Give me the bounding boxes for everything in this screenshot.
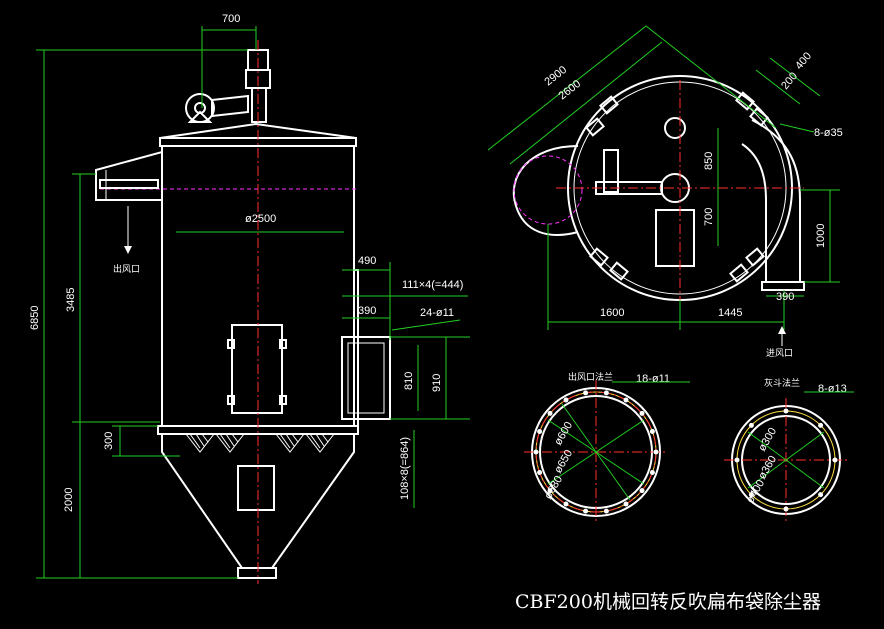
- dim-diameter-2500: ø2500: [245, 213, 276, 225]
- front-dimensions: [36, 26, 470, 579]
- dim-390: 390: [358, 305, 376, 317]
- dim-8-35: 8-ø35: [814, 127, 843, 139]
- inlet-box: [341, 336, 391, 420]
- access-door: [231, 324, 283, 414]
- dim-700b: 700: [703, 208, 715, 226]
- hopper-door: [237, 465, 275, 511]
- bolt-hole: [563, 397, 569, 403]
- bolt-hole: [639, 410, 645, 416]
- dim-2000: 2000: [63, 488, 75, 512]
- bolt-hole: [533, 449, 539, 455]
- dim-1600: 1600: [600, 307, 624, 319]
- bolt-hole: [583, 390, 589, 396]
- bolt-hole: [547, 488, 553, 494]
- plan-port-top: [664, 117, 686, 139]
- drive-shaft-housing: [251, 87, 267, 123]
- dim-390b: 390: [776, 291, 794, 303]
- support-brackets: [184, 433, 336, 453]
- outlet-flange-detail: 出风口法兰 18-ø11 ø600 ø650 ø680: [524, 371, 690, 524]
- outlet-flange-title: 出风口法兰: [568, 371, 613, 383]
- fan-support: [187, 110, 213, 123]
- outlet-duct: [95, 150, 163, 201]
- plan-outlet-duct: [741, 119, 801, 283]
- dim-3485: 3485: [65, 288, 77, 312]
- dim-200: 200: [779, 70, 800, 92]
- plan-view: 2900 2600 400 200 8-ø35 850 700 1000 160…: [487, 25, 843, 359]
- dim-6850: 6850: [29, 306, 41, 330]
- plan-door: [655, 209, 695, 267]
- dim-24-holes: 24-ø11: [420, 307, 454, 319]
- hopper-outlet: [237, 567, 277, 579]
- roof: [159, 122, 357, 139]
- bolt-hole: [818, 422, 824, 428]
- dim-400: 400: [793, 50, 814, 72]
- dim-300: 300: [103, 432, 115, 450]
- dim-490: 490: [358, 255, 376, 267]
- bolt-hole: [818, 492, 824, 498]
- hopper-flange-d300: ø300: [756, 426, 779, 454]
- bolt-hole: [649, 470, 655, 475]
- hopper-flange-detail: 灰斗法兰 8-ø13 ø300 ø360 ø400: [724, 377, 854, 522]
- dim-2900: 2900: [542, 64, 569, 89]
- bolt-hole: [649, 429, 655, 434]
- outlet-flange: [99, 179, 159, 189]
- dim-1445: 1445: [718, 307, 742, 319]
- fan-duct: [211, 94, 249, 118]
- bolt-hole: [623, 397, 629, 403]
- dim-1000: 1000: [815, 224, 827, 248]
- plan-dimensions: [487, 25, 840, 346]
- bolt-hole: [537, 470, 543, 475]
- bolt-hole: [563, 501, 569, 507]
- hopper-flange-holes: 8-ø13: [818, 383, 847, 395]
- label-inlet: 进风口: [766, 348, 793, 359]
- bolt-hole: [832, 457, 838, 463]
- bolt-hole: [783, 408, 789, 414]
- dim-flange-bolts-top: 111×4(=444): [402, 279, 463, 291]
- bolt-hole: [734, 457, 740, 463]
- drawing-caption: CBF200机械回转反吹扁布袋除尘器: [515, 591, 821, 613]
- dim-700: 700: [222, 13, 240, 25]
- bolt-hole: [537, 429, 543, 434]
- outlet-flange-d600: ø600: [552, 420, 575, 448]
- bolt-hole: [783, 506, 789, 512]
- bolt-hole: [653, 449, 659, 455]
- dim-850: 850: [703, 152, 715, 170]
- outlet-flange-holes: 18-ø11: [636, 373, 670, 385]
- dim-2600: 2600: [556, 78, 583, 103]
- fan-wheel: [185, 93, 215, 123]
- bolt-hole: [748, 422, 754, 428]
- bolt-hole: [583, 508, 589, 514]
- hopper-flange-title: 灰斗法兰: [764, 377, 800, 389]
- label-outlet: 出风口: [113, 263, 140, 275]
- bolt-hole: [748, 492, 754, 498]
- bolt-hole: [623, 501, 629, 507]
- bolt-hole: [639, 488, 645, 494]
- front-elevation: 700 ø2500 6850 3485 2000 300 490 111×4(=…: [29, 13, 470, 584]
- dim-flange-bolts-side: 108×8(=864): [399, 437, 411, 500]
- bolt-hole: [603, 508, 609, 514]
- dim-910: 910: [431, 374, 443, 392]
- bolt-hole: [547, 410, 553, 416]
- dim-810: 810: [403, 372, 415, 390]
- plan-scroll: [512, 145, 579, 236]
- bolt-hole: [603, 390, 609, 396]
